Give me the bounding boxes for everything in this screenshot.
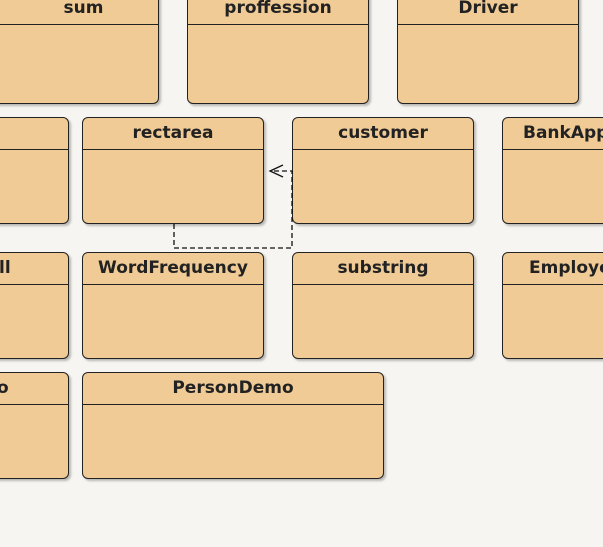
class-sum[interactable]: sum [0,0,159,104]
class-employee[interactable]: Employe [502,252,603,359]
class-proffession[interactable]: proffession [187,0,369,104]
class-name: customer [293,118,473,150]
class-name: Driver [398,0,578,25]
class-name: rectarea [83,118,263,150]
class-partial-row4[interactable]: o [0,372,69,479]
class-driver[interactable]: Driver [397,0,579,104]
class-name: o [0,373,68,405]
class-partial-row2[interactable] [0,117,69,224]
class-substring[interactable]: substring [292,252,474,359]
class-name [0,118,68,150]
class-persondemo[interactable]: PersonDemo [82,372,384,479]
class-wordfrequency[interactable]: WordFrequency [82,252,264,359]
class-name: ll [0,253,68,285]
class-rectarea[interactable]: rectarea [82,117,264,224]
class-name: substring [293,253,473,285]
class-bankapp[interactable]: BankApp [502,117,603,224]
class-name: BankApp [503,118,603,150]
class-customer[interactable]: customer [292,117,474,224]
class-name: sum [0,0,158,25]
class-name: proffession [188,0,368,25]
class-partial-row3[interactable]: ll [0,252,69,359]
class-name: WordFrequency [83,253,263,285]
class-name: PersonDemo [83,373,383,405]
arrow-head-icon [268,164,284,178]
class-name: Employe [503,253,603,285]
